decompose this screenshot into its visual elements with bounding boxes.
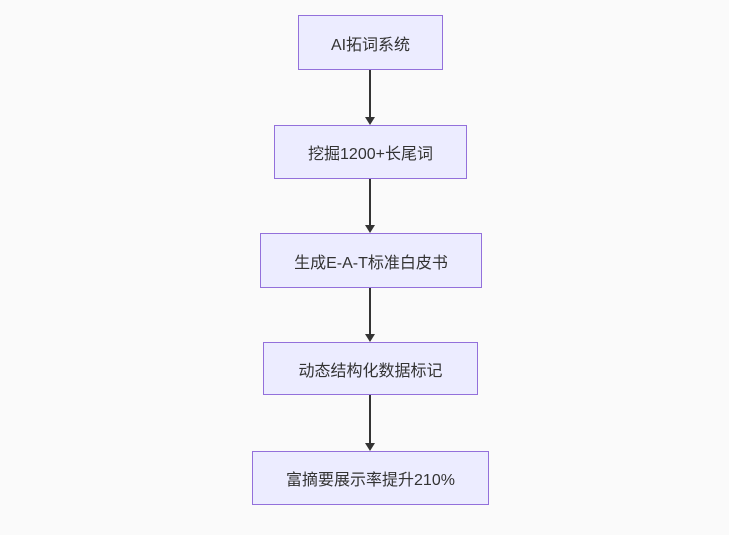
flow-node-rich-snippet-rate: 富摘要展示率提升210% [252,451,489,505]
flow-arrow-down-icon [363,395,377,451]
flow-node-eat-whitepaper: 生成E-A-T标准白皮书 [260,233,482,288]
flow-node-ai-word-expansion-system: AI拓词系统 [298,15,443,70]
arrow-head-icon [365,443,375,451]
arrow-line [369,179,371,225]
node-label: 生成E-A-T标准白皮书 [294,254,448,272]
arrow-head-icon [365,334,375,342]
arrow-head-icon [365,117,375,125]
flow-node-structured-data-markup: 动态结构化数据标记 [263,342,478,395]
flow-arrow-down-icon [363,70,377,125]
arrow-line [369,70,371,117]
flow-arrow-down-icon [363,179,377,233]
arrow-line [369,395,371,443]
node-label: 富摘要展示率提升210% [286,472,455,489]
arrow-line [369,288,371,334]
node-label: AI拓词系统 [330,36,411,54]
flow-arrow-down-icon [363,288,377,342]
node-label: 动态结构化数据标记 [298,362,443,380]
node-label: 挖掘1200+长尾词 [308,146,433,163]
flow-node-longtail-keywords: 挖掘1200+长尾词 [274,125,467,179]
arrow-head-icon [365,225,375,233]
